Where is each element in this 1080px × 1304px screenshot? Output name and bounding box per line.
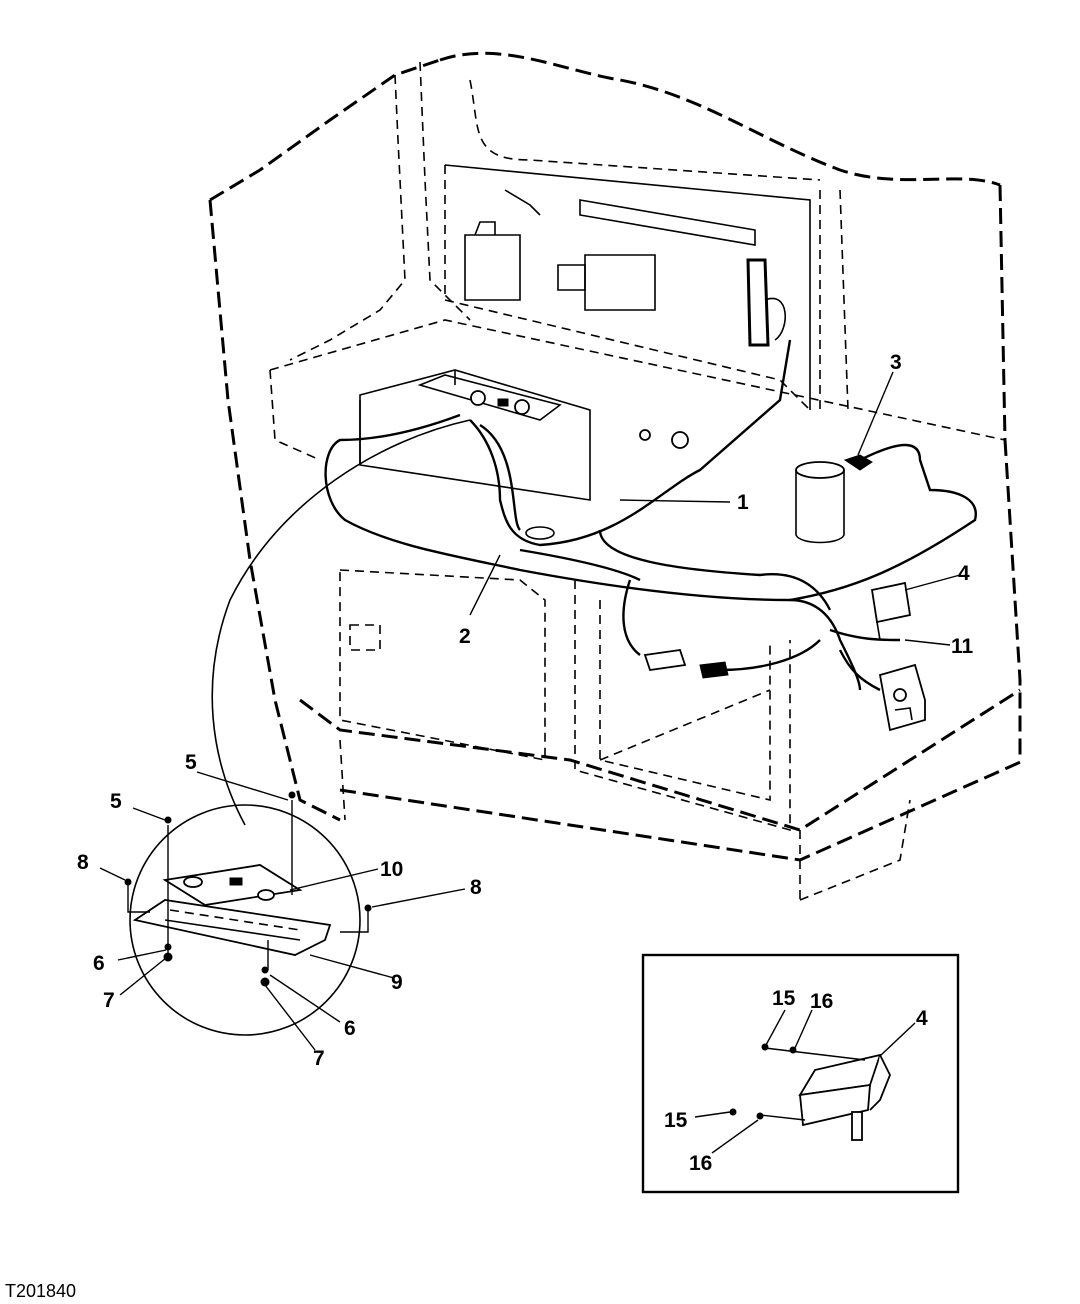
battery-parts xyxy=(643,649,729,679)
rear-panel-components xyxy=(464,189,786,347)
callout-8-left: 8 xyxy=(77,851,89,874)
part-3-canister xyxy=(795,454,873,544)
part-11-bracket xyxy=(878,663,926,732)
part-4-light xyxy=(829,581,912,692)
callout-8-right: 8 xyxy=(470,876,482,899)
leader-lines xyxy=(99,371,961,1154)
callout-16-bottom: 16 xyxy=(689,1152,712,1175)
callout-9: 9 xyxy=(391,971,403,994)
callout-2: 2 xyxy=(459,625,471,648)
callout-3: 3 xyxy=(890,351,902,374)
callout-1: 1 xyxy=(737,491,749,514)
figure-id: T201840 xyxy=(5,1281,76,1301)
callout-7-right: 7 xyxy=(313,1047,325,1070)
callout-5-upper: 5 xyxy=(185,751,197,774)
callout-15-bottom: 15 xyxy=(664,1109,688,1132)
main-harness xyxy=(324,339,977,691)
callout-labels: 1 2 3 4 11 5 5 8 8 10 6 6 7 7 9 15 16 4 … xyxy=(77,351,974,1175)
callout-11: 11 xyxy=(951,635,974,658)
inset-light-detail xyxy=(641,953,960,1194)
callout-15-top: 15 xyxy=(772,987,796,1010)
callout-4-inset: 4 xyxy=(916,1007,928,1030)
callout-4: 4 xyxy=(958,562,970,585)
callout-6-left: 6 xyxy=(93,952,105,975)
callout-6-right: 6 xyxy=(344,1017,356,1040)
callout-5-left: 5 xyxy=(110,790,122,813)
callout-10: 10 xyxy=(380,858,403,881)
cab-outline xyxy=(208,51,1026,901)
callout-7-left: 7 xyxy=(103,989,115,1012)
detail-magnifier xyxy=(124,419,471,1036)
switch-console xyxy=(359,369,689,501)
callout-16-top: 16 xyxy=(810,990,833,1013)
